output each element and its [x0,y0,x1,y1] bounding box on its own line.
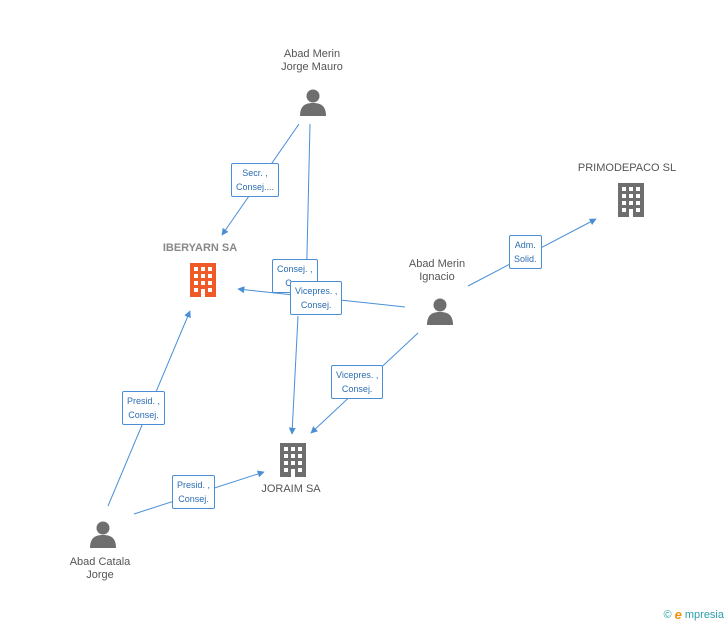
edge-label-vicepres-consej-upper[interactable]: Vicepres. , Consej. [290,281,343,315]
node-label-abad-catala-jorge[interactable]: Abad Catala Jorge [69,556,131,581]
edge-label-secr-consej[interactable]: Secr. , Consej.... [231,163,280,197]
node-label-abad-merin-jorge-mauro[interactable]: Abad Merin Jorge Mauro [281,48,343,73]
building-icon[interactable] [278,443,308,477]
person-icon[interactable] [426,297,454,325]
person-icon[interactable] [299,88,327,116]
node-label-joraim[interactable]: JORAIM SA [261,483,321,495]
node-label-abad-merin-ignacio[interactable]: Abad Merin Ignacio [408,258,466,283]
brand-name: mpresia [684,608,724,621]
node-label-iberyarn[interactable]: IBERYARN SA [162,242,238,254]
building-icon[interactable] [188,263,218,297]
person-icon[interactable] [89,520,117,548]
copyright-icon: © [663,608,672,621]
edge-label-adm-solid[interactable]: Adm. Solid. [509,235,542,269]
edge-mauro-joraim-lower[interactable] [288,315,299,435]
brand-initial: e [674,607,682,622]
edge-label-presid-consej-bottom[interactable]: Presid. , Consej. [172,475,216,509]
building-icon[interactable] [616,183,646,217]
edge-label-vicepres-consej-lower[interactable]: Vicepres. , Consej. [331,365,384,399]
edge-label-presid-consej-left[interactable]: Presid. , Consej. [122,391,166,425]
node-label-primodepaco[interactable]: PRIMODEPACO SL [577,162,677,174]
